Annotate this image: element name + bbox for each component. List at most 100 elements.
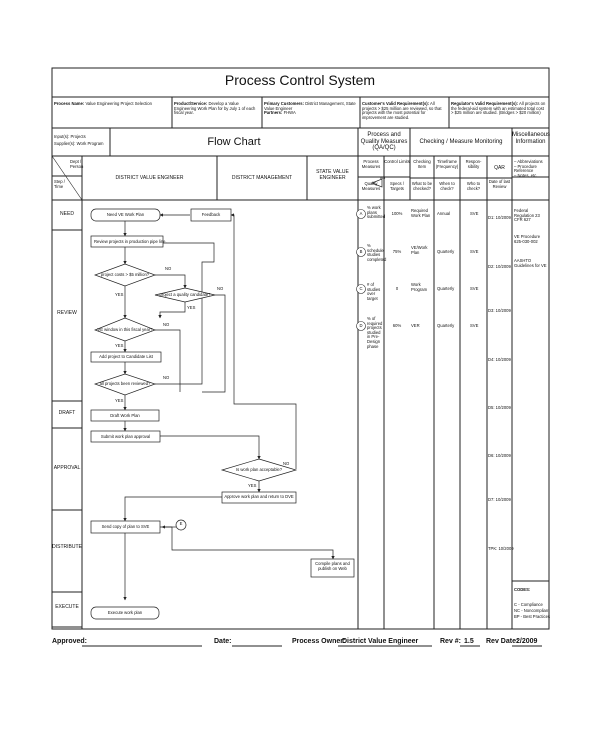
limit-c: 0 [395, 286, 399, 291]
badge-c: C [359, 286, 363, 291]
resp-d: SVE [470, 323, 479, 328]
codes-title: CODES: [514, 587, 531, 592]
col-district-ve: DISTRICT VALUE ENGINEER [115, 175, 184, 181]
qar-d2: D2: 10/2009 [488, 264, 511, 269]
col-when-check: When to check? [439, 181, 455, 191]
freq-c: Quarterly [437, 286, 455, 291]
code-c: C - Compliance [514, 602, 543, 607]
limit-d: 60% [392, 323, 402, 328]
col-date-review: Date of last Review [488, 179, 511, 189]
rev-label: Rev #: [440, 638, 462, 645]
resp-b: SVE [470, 249, 479, 254]
col-qar: QAR [494, 165, 505, 171]
abbrev-3: Notes, etc. [517, 172, 538, 178]
step-review: REVIEW [57, 310, 77, 316]
code-nc: NC - Noncompliant [514, 608, 550, 613]
limit-b: 75% [392, 249, 402, 254]
measure-c: # of studies over target [367, 282, 381, 301]
qar-d5: D5: 10/2009 [488, 405, 511, 410]
yes-label-1: YES [115, 292, 124, 297]
col-responsibility: Respon-sibility [465, 159, 482, 169]
qar-tpk: TPK: 10/2009 [488, 546, 514, 551]
resp-a: SVE [470, 211, 479, 216]
act-arrow-icon [371, 178, 383, 188]
flow-send: Send copy of plan to SVE [101, 524, 150, 529]
item-b: VE/Work Plan [411, 245, 428, 255]
process-name-label: Process Name: [54, 101, 85, 106]
inputs: Projects [70, 134, 86, 139]
cust-req-label: Customer's Valid Requirement(s): [362, 101, 430, 106]
col-control-limits: Control Limits [384, 159, 410, 164]
flow-execute: Execute work plan [107, 610, 143, 615]
act-label: Act [380, 176, 386, 180]
reg-req-label: Regulator's Valid Requirement(s): [451, 101, 519, 106]
badge-d: D [359, 323, 363, 328]
flow-dec-cand: project a quality candidate? [159, 292, 211, 297]
no-label-2: NO [217, 286, 224, 291]
col-quality-measures: Quality Measures [361, 181, 381, 191]
flow-dec-window: VE window in this fiscal year? [97, 327, 153, 332]
col-what-check: What to be checked? [411, 181, 433, 191]
product-label: Product/Service: [174, 101, 208, 106]
freq-d: Quarterly [437, 323, 455, 328]
flow-dec-cost: project costs > $5 million? [100, 272, 150, 277]
measure-d: % of required projects studied in Pre-De… [367, 316, 383, 349]
flow-draft: Draft Work Plan [110, 413, 140, 418]
no-label-5: NO [283, 461, 290, 466]
misc-title: Miscellaneous Information [512, 132, 551, 145]
qa-title: Process and Quality Measures (QA/QC) [360, 132, 408, 152]
flow-submit: Submit work plan approval [100, 434, 151, 439]
partners-label: Partners: [264, 110, 283, 116]
freq-a: Annual [437, 211, 451, 216]
flow-dec-accept: Is work plan acceptable? [235, 467, 283, 472]
step-approval: APPROVAL [53, 465, 81, 471]
suppliers-label: Supplier(s): [54, 141, 76, 146]
rev-value: 1.5 [464, 638, 474, 645]
revdate-label: Rev Date: [486, 638, 519, 645]
checking-title: Checking / Measure Monitoring [419, 139, 503, 145]
cust-req: All projects > $25 million are reviewed,… [362, 101, 442, 120]
item-d: VER [411, 323, 420, 328]
step-label: Step / Time [54, 179, 65, 189]
product: Develop a Value Engineering Work Plan fo… [174, 101, 256, 116]
col-who-check: Who to check? [466, 181, 481, 191]
misc-ref-2: VE Procedure 625-030-002 [514, 234, 541, 244]
col-checking-item: Checking Item [413, 159, 431, 169]
flow-compile: Compile plans and publish on Web [315, 561, 350, 571]
customers: District Management, State Value Enginee… [264, 101, 356, 111]
need-terminal [90, 208, 161, 222]
owner-label: Process Owner: [292, 638, 346, 645]
page-title: Process Control System [224, 72, 376, 88]
flow-feedback: Feedback [201, 212, 221, 217]
approved-label: Approved: [52, 638, 87, 645]
step-draft: DRAFT [58, 410, 76, 416]
flow-add: Add project to Candidate List [99, 354, 153, 359]
qar-d3: D3: 10/2009 [488, 308, 511, 313]
col-state-ve: STATE VALUE ENGINEER [316, 169, 349, 181]
yes-label-2: YES [187, 305, 196, 310]
item-a: Required Work Plan [411, 208, 431, 218]
badge-a: A [359, 211, 363, 216]
dept-label: Dept / Person [70, 159, 84, 169]
suppliers: Work Program [76, 141, 104, 146]
step-execute: EXECUTE [55, 604, 79, 610]
qar-d6: D6: 10/2009 [488, 453, 511, 458]
resp-c: SVE [470, 286, 479, 291]
abbrev-1: Abbreviations [517, 159, 543, 164]
date-label: Date: [214, 638, 232, 645]
col-specs: Specs / Targets [390, 181, 404, 191]
badge-e: E [179, 521, 183, 526]
measure-b: % schedule studies completed [367, 243, 387, 262]
no-label-4: NO [163, 375, 170, 380]
owner-value: District Value Engineer [342, 638, 419, 645]
qar-d7: D7: 10/2009 [488, 497, 511, 502]
yes-label-3: YES [115, 343, 124, 348]
flow-dec-all: all projects been reviewed? [99, 381, 151, 386]
limit-a: 100% [391, 211, 403, 216]
qar-d4: D4: 10/2009 [488, 357, 511, 362]
col-timeframe: Timeframe (Frequency) [435, 159, 459, 169]
item-c: Work Program [411, 282, 428, 292]
freq-b: Quarterly [437, 249, 455, 254]
